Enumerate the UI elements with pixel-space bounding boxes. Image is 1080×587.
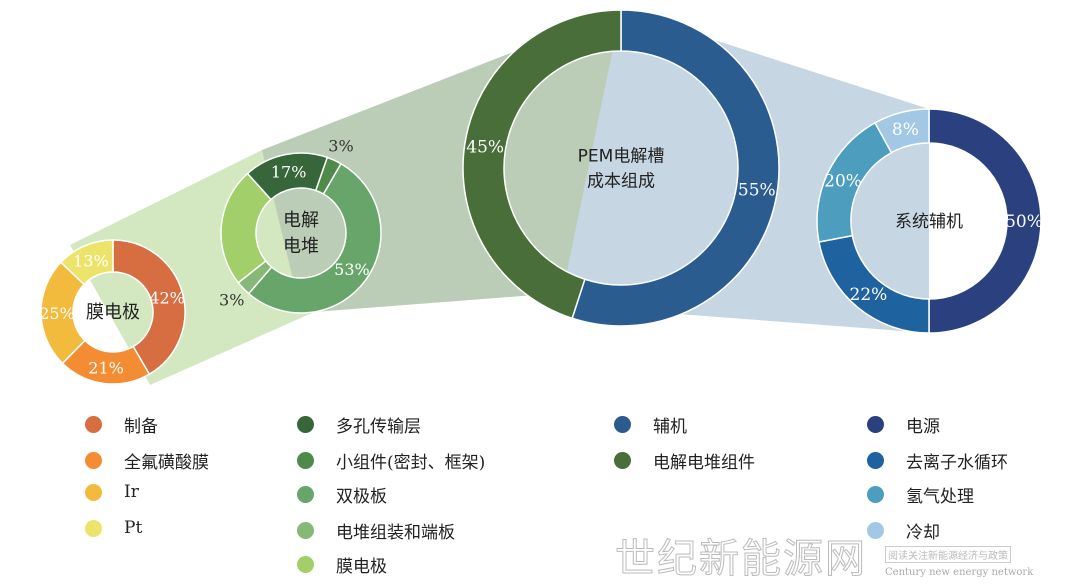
- slice-bop-3: [874, 108, 930, 154]
- data-label-stack-3: 3%: [219, 290, 244, 309]
- data-label-pem-1: 45%: [466, 137, 504, 157]
- data-label-stack-2: 53%: [334, 260, 370, 279]
- slice-bop-0: [928, 108, 1042, 334]
- legend-label: 多孔传输层: [336, 417, 421, 437]
- legend-swatch: [297, 522, 314, 539]
- legend-swatch: [867, 416, 884, 433]
- data-label-bop-3: 8%: [892, 120, 919, 140]
- legend-label: 双极板: [336, 487, 387, 507]
- legend-item-mea: Pt: [85, 518, 142, 538]
- legend-label: 氢气处理: [906, 487, 974, 507]
- watermark-caption: 阅读关注新能源经济与政策: [885, 546, 1011, 563]
- donut-title-stack: 电堆: [283, 236, 319, 257]
- legend-label: 电解电堆组件: [653, 453, 755, 473]
- slice-pem-0: [571, 9, 780, 327]
- legend-item-mea: Ir: [85, 482, 139, 502]
- legend-swatch: [614, 452, 631, 469]
- data-label-stack-1: 3%: [328, 137, 353, 156]
- legend-label: 膜电极: [336, 557, 387, 577]
- donut-title-pem: 成本组成: [587, 172, 655, 192]
- legend-label: Pt: [124, 518, 143, 538]
- data-label-stack-0: 17%: [271, 163, 307, 182]
- legend-swatch: [297, 416, 314, 433]
- data-label-pem-0: 55%: [738, 181, 776, 201]
- donut-stack: 17% 3% 53% 3% 电解电堆: [219, 137, 382, 314]
- legend-swatch: [85, 452, 102, 469]
- legend-item-stack: 小组件(密封、框架): [297, 448, 485, 473]
- slice-mea-3: [59, 239, 114, 286]
- donut-mea: 42% 21% 25% 13% 膜电极: [39, 239, 186, 385]
- legend-swatch: [85, 416, 102, 433]
- data-label-bop-2: 20%: [824, 172, 862, 192]
- legend-swatch: [85, 519, 102, 537]
- legend-item-bop: 氢气处理: [867, 482, 974, 507]
- legend-item-mea: 制备: [85, 412, 158, 437]
- slice-stack-4: [220, 172, 272, 284]
- legend-item-stack: 多孔传输层: [297, 412, 421, 437]
- legend-label: 去离子水循环: [906, 453, 1008, 473]
- legend-label: 小组件(密封、框架): [336, 453, 486, 473]
- legend-label: 全氟磺酸膜: [124, 453, 209, 473]
- legend-label: 制备: [124, 417, 158, 437]
- legend-swatch: [614, 416, 631, 433]
- legend-swatch: [867, 452, 884, 469]
- legend-swatch: [867, 486, 884, 503]
- data-label-mea-2: 25%: [39, 304, 75, 323]
- legend-item-mea: 全氟磺酸膜: [85, 448, 209, 473]
- slice-pem-1: [462, 9, 622, 320]
- legend-swatch: [297, 486, 314, 503]
- legend-label: 辅机: [653, 417, 687, 437]
- legend-item-bop: 电源: [867, 412, 940, 437]
- legend-swatch: [297, 452, 314, 469]
- legend-item-stack: 双极板: [297, 482, 387, 507]
- donut-bop: 50% 22% 20% 8% 系统辅机: [816, 108, 1043, 334]
- donut-title-bop: 系统辅机: [895, 212, 963, 232]
- donut-title-stack: 电解: [283, 210, 319, 231]
- data-label-bop-0: 50%: [1005, 212, 1043, 232]
- data-label-mea-3: 13%: [73, 252, 109, 271]
- legend-swatch: [85, 483, 102, 501]
- legend-swatch: [297, 556, 314, 573]
- legend-item-stack: 膜电极: [297, 552, 387, 577]
- legend-item-bop: 去离子水循环: [867, 448, 1008, 473]
- data-label-mea-1: 21%: [88, 359, 124, 378]
- slice-stack-2: [247, 162, 382, 314]
- connector-mea-to-stack: [70, 150, 330, 385]
- legend-item-bop: 冷却: [867, 518, 940, 543]
- legend-label: 冷却: [906, 523, 940, 543]
- data-label-bop-1: 22%: [850, 285, 888, 305]
- slice-mea-0: [112, 239, 186, 376]
- legend-label: Ir: [124, 482, 139, 502]
- legend-swatch: [867, 522, 884, 539]
- legend-item-stack: 电堆组装和端板: [297, 518, 455, 543]
- legend-label: 电源: [906, 417, 940, 437]
- legend-label: 电堆组装和端板: [336, 523, 455, 543]
- legend-item-pem: 电解电堆组件: [614, 448, 755, 473]
- donut-title-mea: 膜电极: [86, 302, 140, 323]
- watermark-logo: 世纪新能源网: [615, 536, 867, 583]
- data-label-mea-0: 42%: [149, 288, 185, 307]
- donut-title-pem: PEM电解槽: [578, 147, 665, 167]
- watermark-subtitle: Century new energy network: [885, 567, 1034, 578]
- legend-item-pem: 辅机: [614, 412, 687, 437]
